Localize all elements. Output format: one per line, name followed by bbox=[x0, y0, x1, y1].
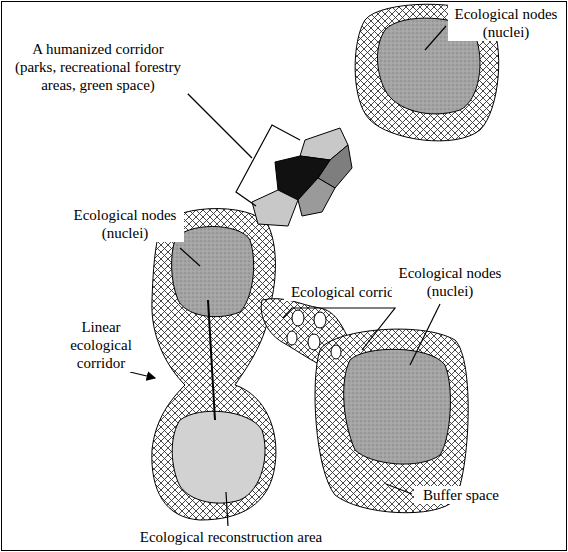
stepping-stone bbox=[287, 310, 341, 359]
node-label: Ecological nodes (nuclei) bbox=[448, 5, 564, 41]
linear-corridor-label: Linear ecological corridor bbox=[58, 318, 144, 372]
node-label: Ecological nodes (nuclei) bbox=[66, 206, 184, 242]
buffer-space bbox=[152, 209, 276, 520]
humanized-corridor-label: A humanized corridor (parks, recreationa… bbox=[8, 40, 188, 94]
reconstruction-area bbox=[172, 411, 265, 503]
ecological-node bbox=[344, 349, 451, 464]
linear-corridor-line bbox=[208, 300, 215, 420]
buffer-label: Buffer space bbox=[414, 486, 508, 504]
reconstruction-label: Ecological reconstruction area bbox=[94, 528, 368, 546]
node-label: Ecological nodes (nuclei) bbox=[392, 264, 508, 300]
humanized-corridor bbox=[252, 128, 352, 226]
